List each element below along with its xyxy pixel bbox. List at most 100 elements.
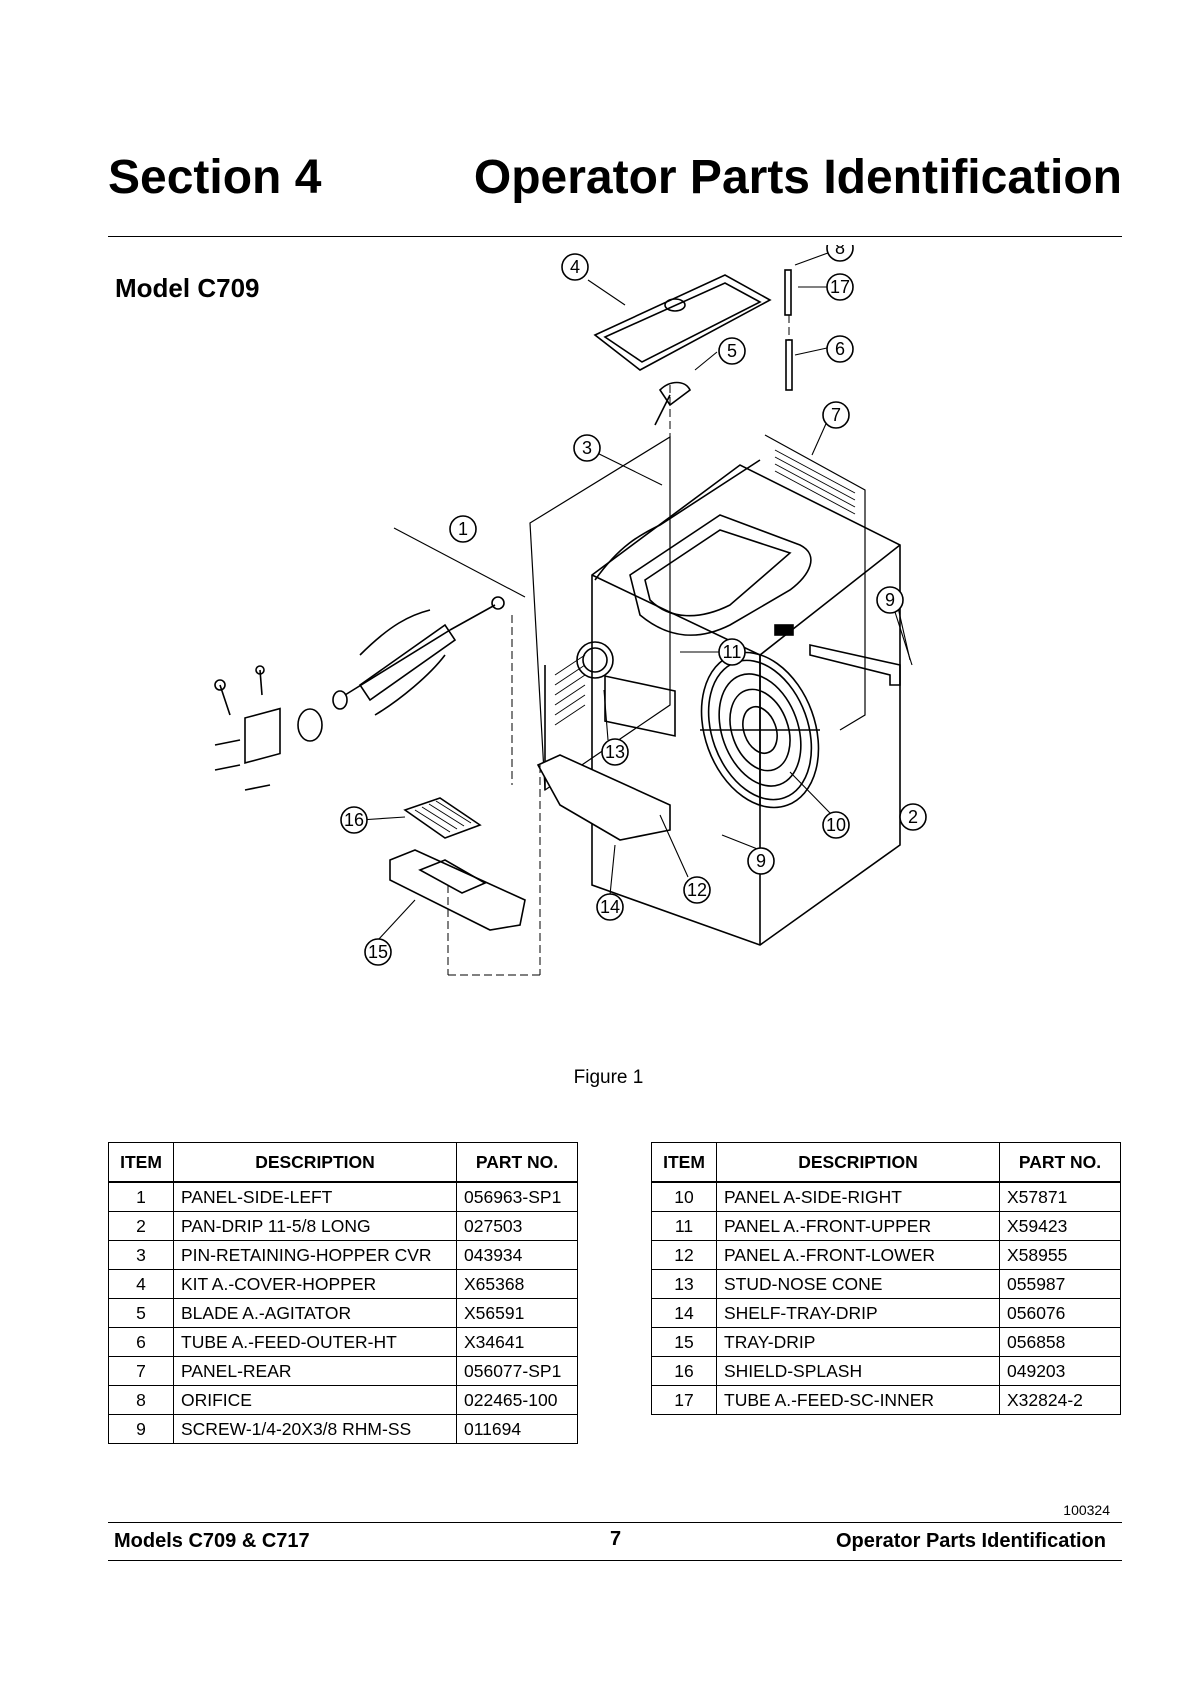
part-description: PANEL-REAR (173, 1356, 457, 1386)
svg-text:10: 10 (826, 815, 846, 835)
item-number: 6 (108, 1327, 174, 1357)
footer-section-name: Operator Parts Identification (835, 1530, 1106, 1552)
svg-text:1: 1 (458, 519, 468, 539)
part-number: X58955 (999, 1240, 1121, 1270)
item-number: 9 (108, 1414, 174, 1444)
part-description: STUD-NOSE CONE (716, 1269, 1000, 1299)
figure-caption: Figure 1 (573, 1067, 644, 1088)
part-number: 056963-SP1 (456, 1181, 578, 1212)
svg-text:14: 14 (600, 897, 620, 917)
part-description: PANEL A.-FRONT-LOWER (716, 1240, 1000, 1270)
svg-text:4: 4 (570, 257, 580, 277)
section-number: Section 4 (108, 151, 322, 204)
callout-7: 7 (822, 401, 850, 429)
callout-12: 12 (683, 876, 711, 904)
svg-text:11: 11 (723, 642, 742, 662)
part-description: PAN-DRIP 11-5/8 LONG (173, 1211, 457, 1241)
part-number: X65368 (456, 1269, 578, 1299)
part-number: 011694 (456, 1414, 578, 1444)
part-number: 049203 (999, 1356, 1121, 1386)
callout-6: 6 (826, 335, 854, 363)
splash-shield (403, 797, 482, 839)
callout-1: 1 (449, 515, 477, 543)
item-number: 14 (651, 1298, 717, 1328)
svg-text:9: 9 (756, 851, 766, 871)
callout-9-lower: 9 (747, 847, 775, 875)
item-number: 12 (651, 1240, 717, 1270)
item-number: 4 (108, 1269, 174, 1299)
footer-divider-bottom (108, 1560, 1122, 1561)
feed-tube-inner (784, 269, 792, 316)
part-number: 022465-100 (456, 1385, 578, 1415)
part-description: PANEL A.-FRONT-UPPER (716, 1211, 1000, 1241)
item-number: 5 (108, 1298, 174, 1328)
column-header-item: ITEM (108, 1142, 174, 1183)
part-number: X56591 (456, 1298, 578, 1328)
hopper-opening (629, 514, 812, 637)
part-description: SHELF-TRAY-DRIP (716, 1298, 1000, 1328)
part-description: TUBE A.-FEED-OUTER-HT (173, 1327, 457, 1357)
part-description: PANEL-SIDE-LEFT (173, 1181, 457, 1212)
model-label: Model C709 (115, 273, 260, 303)
item-number: 13 (651, 1269, 717, 1299)
item-number: 17 (651, 1385, 717, 1415)
column-header-part-no: PART NO. (456, 1142, 578, 1183)
document-number: 100324 (1063, 1502, 1110, 1518)
callout-11: 11 (718, 638, 746, 666)
callout-2: 2 (899, 803, 927, 831)
svg-text:5: 5 (727, 341, 737, 361)
item-number: 15 (651, 1327, 717, 1357)
column-header-part-no: PART NO. (999, 1142, 1121, 1183)
part-number: 043934 (456, 1240, 578, 1270)
item-number: 7 (108, 1356, 174, 1386)
part-number: X59423 (999, 1211, 1121, 1241)
page-number: 7 (610, 1528, 622, 1550)
svg-text:13: 13 (605, 742, 625, 762)
callout-4: 4 (561, 253, 589, 281)
callout-16: 16 (340, 806, 368, 834)
part-number: 056858 (999, 1327, 1121, 1357)
freezer-door-assembly (214, 665, 348, 791)
feed-tube-outer (785, 339, 793, 391)
item-number: 3 (108, 1240, 174, 1270)
part-description: BLADE A.-AGITATOR (173, 1298, 457, 1328)
part-number: 055987 (999, 1269, 1121, 1299)
part-number: X57871 (999, 1181, 1121, 1212)
section-heading: Operator Parts Identification (473, 151, 1122, 204)
item-number: 11 (651, 1211, 717, 1241)
callout-17: 17 (826, 273, 854, 301)
footer-divider-top (108, 1522, 1122, 1523)
item-number: 10 (651, 1181, 717, 1212)
part-description: ORIFICE (173, 1385, 457, 1415)
part-number: X34641 (456, 1327, 578, 1357)
part-number: 027503 (456, 1211, 578, 1241)
part-number: 056076 (999, 1298, 1121, 1328)
hopper-cover (593, 274, 772, 371)
header-divider (108, 236, 1122, 237)
part-description: TUBE A.-FEED-SC-INNER (716, 1385, 1000, 1415)
agitator-blade (658, 381, 692, 407)
part-number: 056077-SP1 (456, 1356, 578, 1386)
callout-9-upper: 9 (876, 586, 904, 614)
column-header-item: ITEM (651, 1142, 717, 1183)
svg-text:15: 15 (368, 942, 388, 962)
svg-text:9: 9 (885, 590, 895, 610)
svg-text:8: 8 (835, 245, 845, 258)
part-number: X32824-2 (999, 1385, 1121, 1415)
